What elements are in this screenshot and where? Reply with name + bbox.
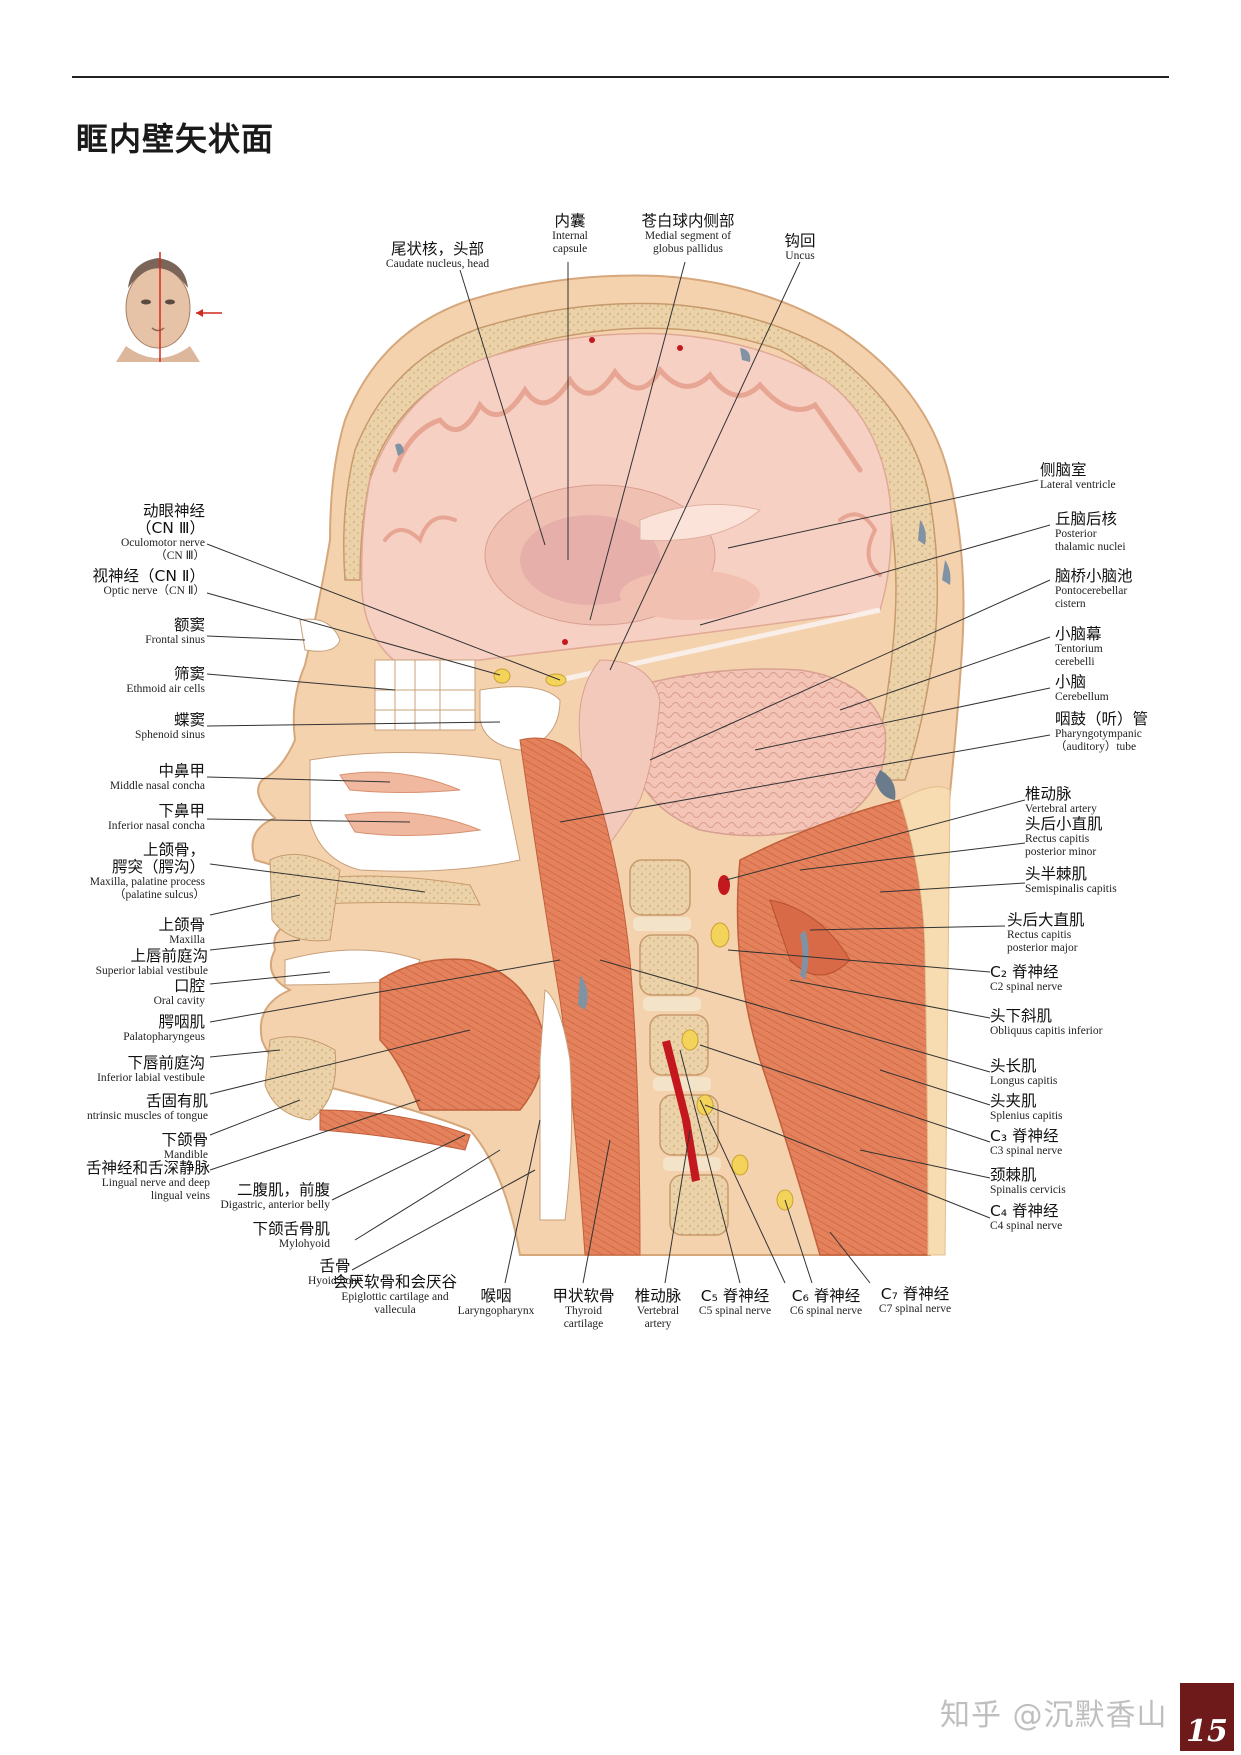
label-c3-spinal-nerve: C₃ 脊神经 C3 spinal nerve [990, 1127, 1063, 1158]
label-posterior-thalamic-nuclei: 丘脑后核 Posterior thalamic nuclei [1055, 510, 1126, 553]
label-c2-spinal-nerve: C₂ 脊神经 C2 spinal nerve [990, 963, 1063, 994]
inferior-concha [344, 811, 482, 837]
label-caudate-nucleus-head: 尾状核，头部 Caudate nucleus, head [385, 240, 490, 271]
hard-palate [299, 875, 481, 906]
header-rule [72, 76, 1169, 78]
label-palatopharyngeus: 腭咽肌 Palatopharyngeus [123, 1013, 205, 1044]
label-c6-spinal-nerve: C₆ 脊神经 C6 spinal nerve [789, 1287, 863, 1318]
label-hyoid-bone: 舌骨 Hyoid bone [308, 1257, 362, 1288]
label-pharyngotympanic-tube: 咽鼓（听）管 Pharyngotympanic （auditory）tube [1055, 710, 1149, 753]
middle-concha [339, 771, 461, 793]
mandible [264, 1036, 337, 1121]
lateral-ventricle-shape [639, 503, 762, 542]
vertebral-artery [562, 337, 730, 1182]
orientation-head-icon [116, 252, 222, 362]
label-optic-nerve: 视神经（CN Ⅱ） Optic nerve（CN Ⅱ） [92, 567, 205, 598]
label-c7-spinal-nerve: C₇ 脊神经 C7 spinal nerve [878, 1285, 952, 1316]
label-tentorium-cerebelli: 小脑幕 Tentorium cerebelli [1055, 625, 1103, 668]
label-lateral-ventricle: 侧脑室 Lateral ventricle [1040, 461, 1116, 492]
leader-lines-bottom [504, 1049, 871, 1284]
pharynx-airway [539, 989, 573, 1221]
page-title: 眶内壁矢状面 [76, 120, 275, 158]
label-laryngopharynx: 喉咽 Laryngopharynx [457, 1287, 535, 1318]
label-spinalis-cervicis: 颈棘肌 Spinalis cervicis [990, 1166, 1066, 1197]
label-oculomotor-nerve: 动眼神经 （CN Ⅲ） Oculomotor nerve （CN Ⅲ） [121, 502, 205, 562]
label-vertebral-artery-right: 椎动脉 Vertebral artery [1025, 785, 1097, 816]
label-cerebellum: 小脑 Cerebellum [1055, 673, 1109, 704]
label-middle-nasal-concha: 中鼻甲 Middle nasal concha [109, 762, 205, 793]
label-pontocerebellar-cistern: 脑桥小脑池 Pontocerebellar cistern [1055, 567, 1133, 610]
label-mylohyoid: 下颌舌骨肌 Mylohyoid [252, 1220, 330, 1251]
skull-bone [343, 302, 939, 781]
label-splenius-capitis: 头夹肌 Splenius capitis [990, 1092, 1063, 1123]
label-oral-cavity: 口腔 Oral cavity [153, 977, 205, 1008]
sphenoid-sinus [479, 686, 561, 751]
label-obliquus-capitis-inferior: 头下斜肌 Obliquus capitis inferior [990, 1007, 1103, 1038]
label-longus-capitis: 头长肌 Longus capitis [990, 1057, 1058, 1088]
leader-lines-left [206, 543, 561, 1271]
subcutaneous-fat [899, 786, 951, 1256]
label-intrinsic-muscles-tongue: 舌固有肌 ntrinsic muscles of tongue [86, 1092, 208, 1123]
leader-lines-right [559, 479, 1051, 1219]
label-inferior-labial-vestibule: 下唇前庭沟 Inferior labial vestibule [97, 1054, 205, 1085]
label-inferior-nasal-concha: 下鼻甲 Inferior nasal concha [107, 802, 205, 833]
label-rectus-capitis-posterior-major: 头后大直肌 Rectus capitis posterior major [1007, 911, 1085, 954]
label-ethmoid-air-cells: 筛窦 Ethmoid air cells [126, 665, 205, 696]
label-mandible: 下颌骨 Mandible [161, 1131, 208, 1162]
label-frontal-sinus: 额窦 Frontal sinus [145, 616, 205, 647]
csf-spaces [395, 348, 951, 1010]
watermark: 知乎 @沉默香山 [940, 1698, 1168, 1733]
label-semispinalis-capitis: 头半棘肌 Semispinalis capitis [1025, 865, 1117, 896]
mylohyoid-geniohyoid [319, 1109, 471, 1151]
label-maxilla-palatine-process: 上颌骨， 腭突（腭沟） Maxilla, palatine process （p… [89, 841, 205, 901]
nasal-cavity [309, 752, 521, 872]
label-rectus-capitis-posterior-minor: 头后小直肌 Rectus capitis posterior minor [1025, 815, 1103, 858]
label-vertebral-artery-bottom: 椎动脉 Vertebral artery [634, 1287, 682, 1330]
label-epiglottic-cartilage-vallecula: 会厌软骨和会厌谷 Epiglottic cartilage and vallec… [332, 1273, 457, 1316]
label-internal-capsule: 内囊 Internal capsule [552, 212, 588, 255]
label-sphenoid-sinus: 蝶窦 Sphenoid sinus [135, 711, 205, 742]
label-maxilla: 上颌骨 Maxilla [158, 916, 205, 947]
cerebellum [630, 668, 887, 837]
label-digastric-anterior-belly: 二腹肌，前腹 Digastric, anterior belly [220, 1181, 330, 1212]
label-superior-labial-vestibule: 上唇前庭沟 Superior labial vestibule [95, 947, 208, 978]
ethmoid-cells [374, 659, 476, 731]
maxilla-bone [269, 853, 341, 942]
leader-lines-top [459, 261, 801, 671]
label-thyroid-cartilage: 甲状软骨 Thyroid cartilage [552, 1287, 615, 1330]
label-uncus: 钩回 Uncus [784, 232, 816, 263]
label-lingual-nerve-veins: 舌神经和舌深静脉 Lingual nerve and deep lingual … [85, 1159, 210, 1202]
label-c4-spinal-nerve: C₄ 脊神经 C4 spinal nerve [990, 1202, 1063, 1233]
label-globus-pallidus-medial: 苍白球内侧部 Medial segment of globus pallidus [641, 212, 735, 255]
page-number: 15 [1180, 1683, 1234, 1751]
label-c5-spinal-nerve: C₅ 脊神经 C5 spinal nerve [698, 1287, 772, 1318]
intervertebral-discs [633, 917, 721, 1171]
